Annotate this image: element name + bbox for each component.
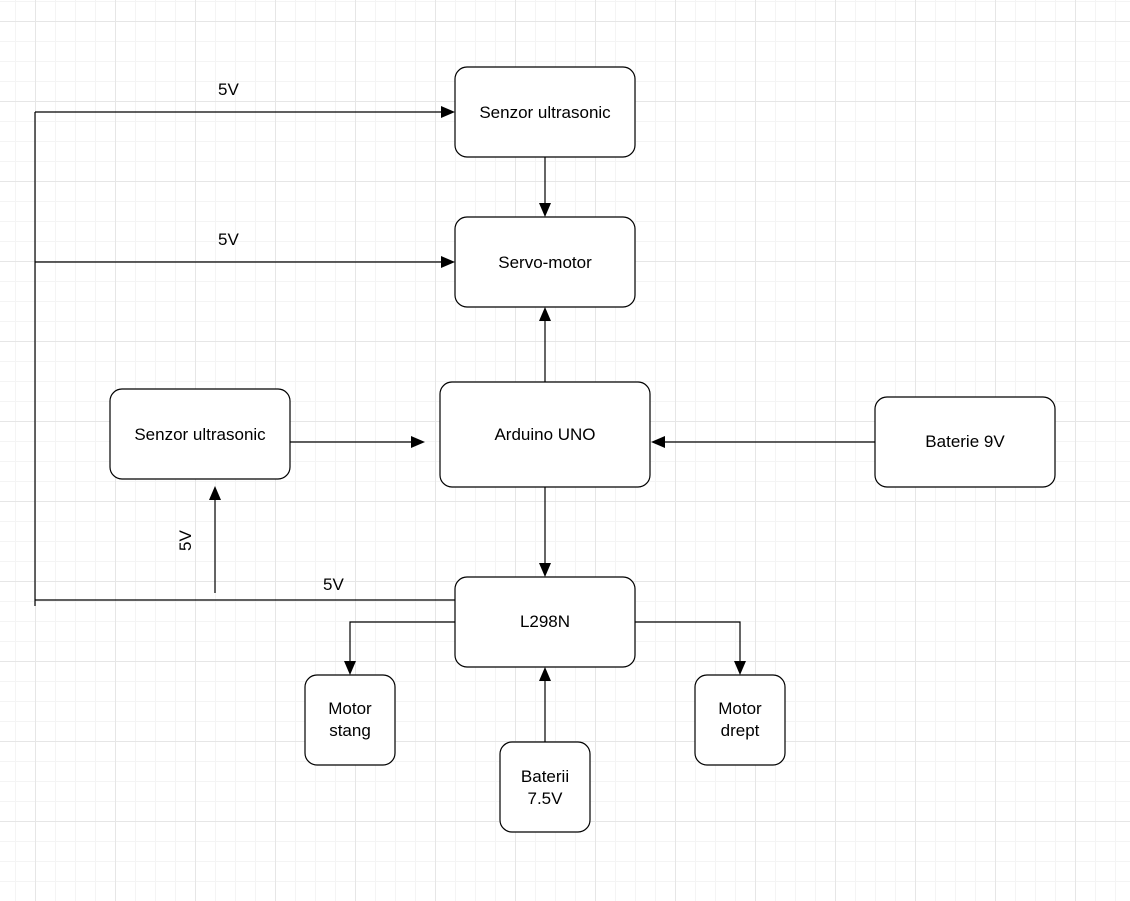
node-motor-drept[interactable]: Motor drept — [694, 674, 786, 766]
node-senzor-ultrasonic-left-label: Senzor ultrasonic — [134, 425, 266, 444]
node-servo-motor-label: Servo-motor — [498, 253, 592, 272]
node-senzor-ultrasonic-top-label: Senzor ultrasonic — [479, 103, 611, 122]
node-motor-drept-label-line2: drept — [721, 721, 760, 740]
arrowhead-l298n-from-arduino — [539, 563, 551, 577]
arrowhead-motor-drept — [734, 661, 746, 675]
node-l298n-label: L298N — [520, 612, 570, 631]
label-5v-senzor-left: 5V — [176, 530, 195, 551]
node-senzor-ultrasonic-top[interactable]: Senzor ultrasonic — [454, 66, 636, 158]
arrowhead-arduino-from-baterie — [651, 436, 665, 448]
node-motor-stang-label-line1: Motor — [328, 699, 372, 718]
node-baterie-9v-label: Baterie 9V — [925, 432, 1005, 451]
arrowhead-arduino-from-senzor — [411, 436, 425, 448]
node-baterii-7-5v-label-line2: 7.5V — [528, 789, 564, 808]
arrowhead-servo-from-arduino — [539, 307, 551, 321]
connector-l298n-to-motor-drept — [635, 621, 741, 662]
arrowhead-servo-in — [539, 203, 551, 217]
node-senzor-ultrasonic-left[interactable]: Senzor ultrasonic — [109, 388, 291, 480]
node-servo-motor[interactable]: Servo-motor — [454, 216, 636, 308]
arrowhead-l298n-from-baterii — [539, 667, 551, 681]
node-l298n[interactable]: L298N — [454, 576, 636, 668]
node-baterii-7-5v-label-line1: Baterii — [521, 767, 569, 786]
node-baterii-7-5v[interactable]: Baterii 7.5V — [499, 741, 591, 833]
arrowhead-motor-stang — [344, 661, 356, 675]
node-arduino-uno-label: Arduino UNO — [494, 425, 595, 444]
node-arduino-uno[interactable]: Arduino UNO — [439, 381, 651, 488]
label-5v-l298n: 5V — [323, 575, 344, 594]
arrowhead-servo — [441, 256, 455, 268]
label-5v-senzor-top: 5V — [218, 80, 239, 99]
node-motor-stang[interactable]: Motor stang — [304, 674, 396, 766]
node-baterie-9v[interactable]: Baterie 9V — [874, 396, 1056, 488]
arrowhead-senzor-left — [209, 486, 221, 500]
node-motor-stang-label-line2: stang — [329, 721, 371, 740]
label-5v-servo: 5V — [218, 230, 239, 249]
connector-l298n-to-motor-stang — [349, 621, 455, 662]
arrowhead-senzor-top — [441, 106, 455, 118]
node-motor-drept-label-line1: Motor — [718, 699, 762, 718]
